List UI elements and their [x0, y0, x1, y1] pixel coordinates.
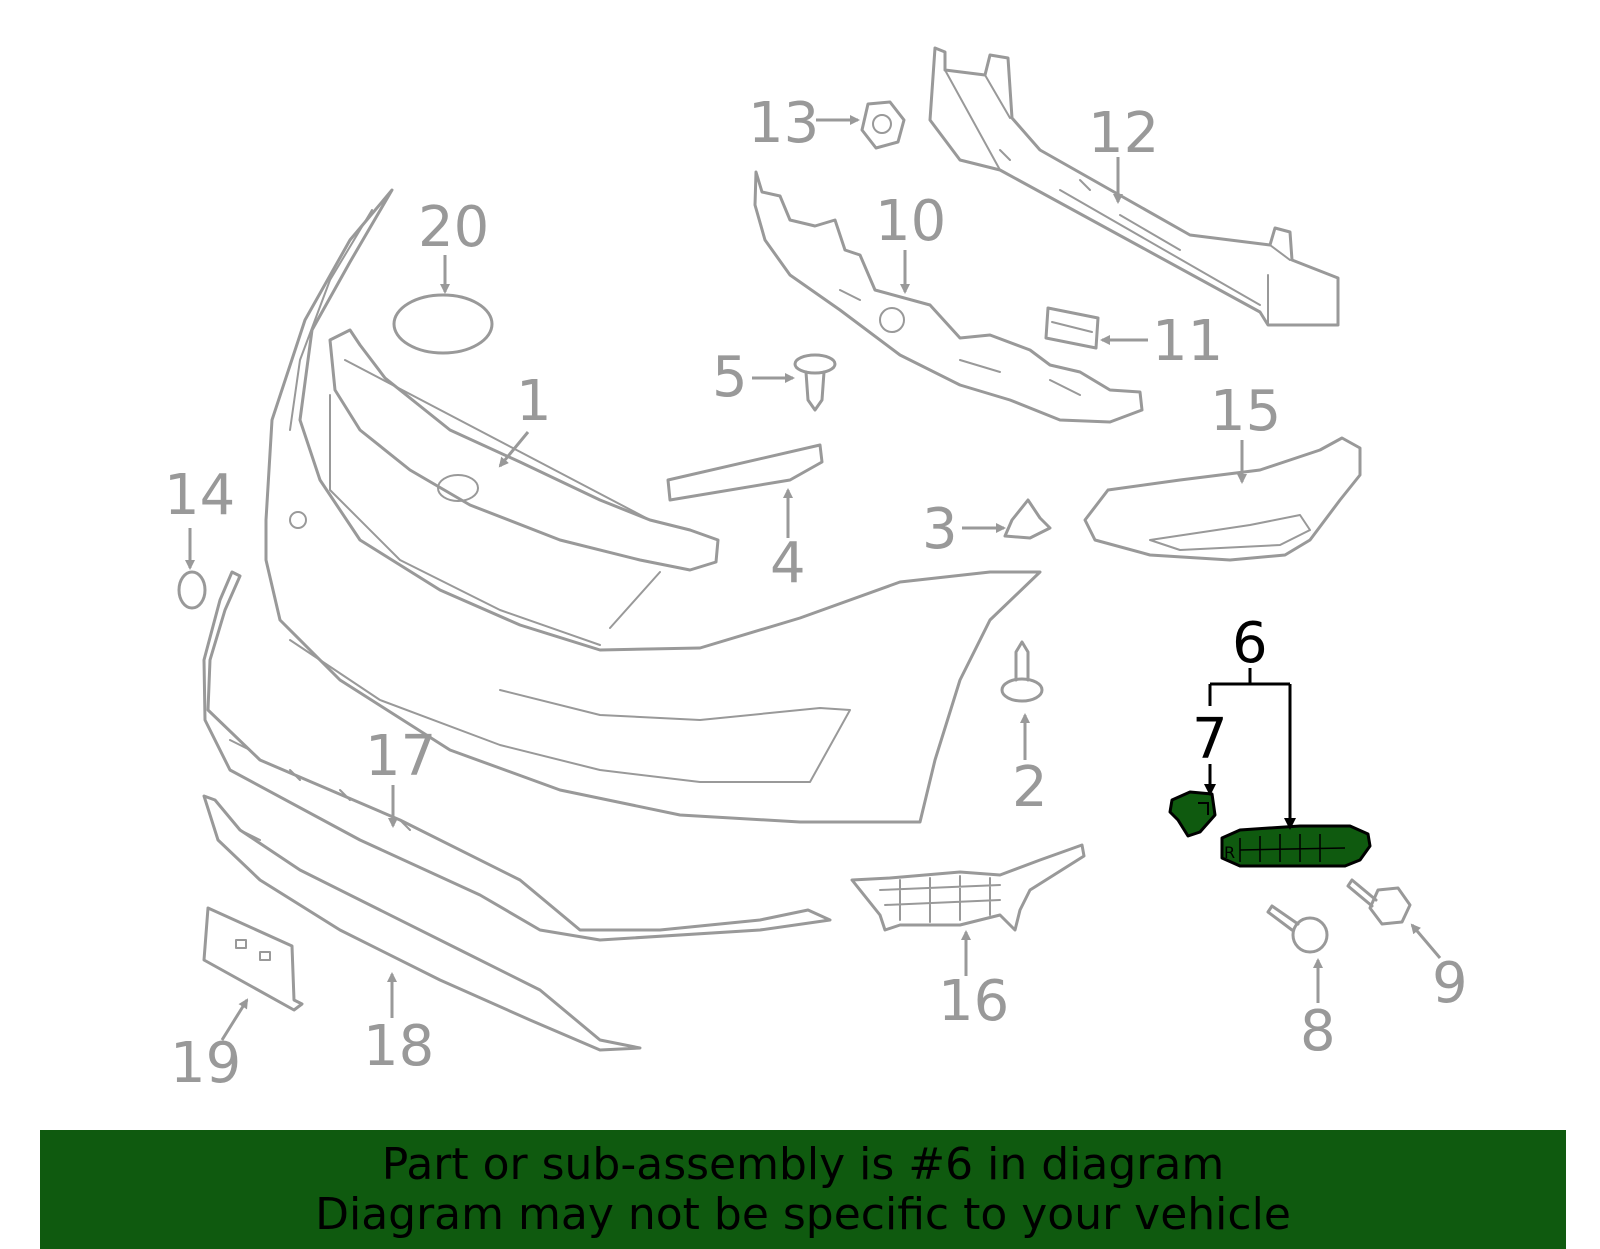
callout-1: 1: [516, 369, 552, 434]
callout-20: 20: [418, 195, 489, 260]
part-5-clip: [793, 353, 837, 412]
callout-13: 13: [748, 91, 819, 156]
banner-line-2: Diagram may not be specific to your vehi…: [315, 1188, 1291, 1240]
parts-diagram: R 13 12 10 11 20 5 1 4: [164, 46, 1468, 1096]
part-bumper-cover: [264, 188, 1042, 824]
callout-10: 10: [875, 189, 946, 254]
part-13-nut: [860, 100, 906, 150]
callout-18: 18: [363, 1014, 434, 1079]
part-11-pad: [1044, 306, 1100, 350]
callout-16: 16: [938, 969, 1009, 1034]
part-8-screw: [1266, 904, 1329, 954]
part-3-retainer: [1003, 498, 1052, 540]
part-4-bracket: [666, 443, 824, 502]
part-20-emblem-seal: [392, 293, 494, 355]
part-1-upper-cover: [328, 328, 720, 572]
leader-lines: [185, 115, 1442, 1041]
callout-14: 14: [164, 463, 235, 528]
part-19-license-bracket: [202, 906, 304, 1012]
callout-8: 8: [1300, 999, 1336, 1064]
callout-3: 3: [922, 497, 958, 562]
part-9-bolt: [1346, 878, 1412, 926]
callout-19: 19: [170, 1031, 241, 1096]
callout-9: 9: [1432, 951, 1468, 1016]
banner-line-1: Part or sub-assembly is #6 in diagram: [381, 1138, 1225, 1190]
part-15-fog-lamp-bezel: [1083, 436, 1362, 562]
part-10-energy-absorber: [753, 170, 1144, 424]
callout-15: 15: [1210, 379, 1281, 444]
callout-labels: 13 12 10 11 20 5 1 4 3 15 14 2 17 18 19 …: [164, 91, 1468, 1096]
callout-17: 17: [365, 724, 436, 789]
info-banner: Part or sub-assembly is #6 in diagram Di…: [40, 1130, 1566, 1249]
part-18-lower-moulding: [202, 794, 642, 1052]
svg-text:R: R: [1224, 843, 1235, 862]
part-12-bumper-reinforcement: [928, 46, 1340, 327]
callout-11: 11: [1152, 309, 1223, 374]
callout-2: 2: [1012, 755, 1048, 820]
part-16-grille-insert: [850, 843, 1086, 932]
callout-4: 4: [770, 531, 806, 596]
callout-12: 12: [1088, 101, 1159, 166]
callout-6: 6: [1232, 611, 1268, 676]
part-6-highlighted: R: [1220, 824, 1372, 868]
callout-7: 7: [1192, 707, 1228, 772]
leader-lines-highlight: [1204, 668, 1296, 830]
part-17-lower-lip: [202, 570, 832, 942]
callout-5: 5: [712, 345, 748, 410]
part-2-bolt: [1000, 640, 1044, 703]
part-7-highlighted: [1168, 790, 1217, 838]
part-14-plug: [177, 570, 207, 610]
